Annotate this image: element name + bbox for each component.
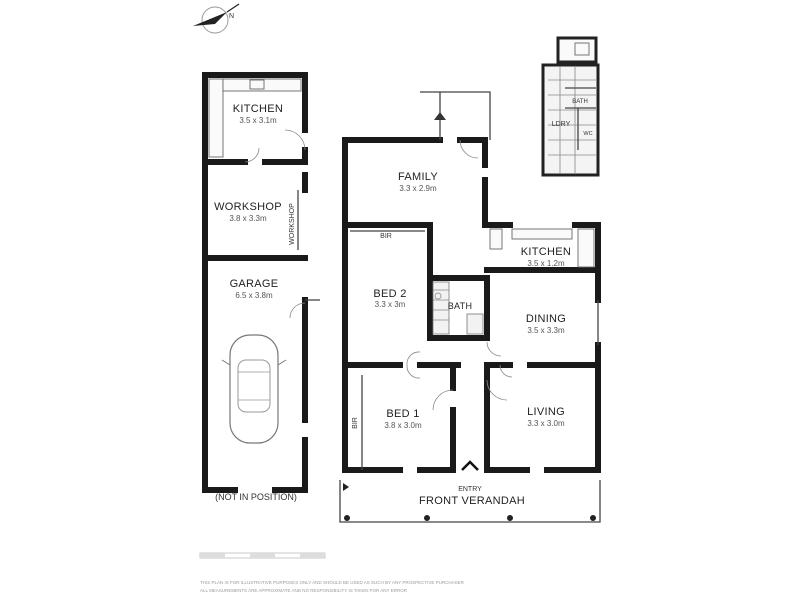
north-compass-icon: N (193, 3, 240, 34)
dining-dims: 3.5 x 3.3m (527, 326, 565, 335)
bed2-name: BED 2 (373, 288, 406, 300)
living-name: LIVING (527, 406, 565, 418)
bed2-bir: BIR (380, 233, 392, 240)
entry-label: ENTRY (458, 486, 482, 493)
bed2-dims: 3.3 x 3m (375, 300, 406, 309)
living-dims: 3.3 x 3.0m (527, 419, 565, 428)
scale-bar (199, 552, 326, 559)
kitchen-rear-name: KITCHEN (233, 103, 283, 115)
garage-note: (NOT IN POSITION) (215, 492, 297, 502)
laundry-bath-label: BATH (572, 99, 588, 105)
outbuilding (202, 72, 320, 493)
workshop-dims: 3.8 x 3.3m (229, 214, 267, 223)
disclaimer-line-1: THIS PLAN IS FOR ILLUSTRATIVE PURPOSES O… (200, 580, 465, 585)
laundry-label: LDRY (552, 121, 571, 128)
family-name: FAMILY (398, 171, 438, 183)
front-verandah-label: FRONT VERANDAH (419, 495, 525, 507)
bath-name: BATH (448, 301, 473, 311)
kitchen-main-dims: 3.5 x 1.2m (527, 259, 565, 268)
laundry-wc-label: WC (583, 131, 592, 137)
workshop-side-label: WORKSHOP (289, 203, 296, 245)
family-dims: 3.3 x 2.9m (399, 184, 437, 193)
main-house (339, 91, 601, 523)
kitchen-rear-dims: 3.5 x 3.1m (239, 116, 277, 125)
kitchen-main-name: KITCHEN (521, 246, 571, 258)
svg-text:N: N (229, 13, 234, 20)
bed1-bir: BIR (352, 417, 359, 429)
disclaimer-line-2: ALL MEASUREMENTS ARE APPROXIMATE AND NO … (200, 588, 408, 593)
garage-name: GARAGE (230, 278, 279, 290)
dining-name: DINING (526, 313, 566, 325)
garage-dims: 6.5 x 3.8m (235, 291, 273, 300)
workshop-name: WORKSHOP (214, 201, 282, 213)
car-icon (221, 334, 287, 444)
bed1-name: BED 1 (386, 408, 419, 420)
laundry-block (541, 36, 600, 177)
bed1-dims: 3.8 x 3.0m (384, 421, 422, 430)
